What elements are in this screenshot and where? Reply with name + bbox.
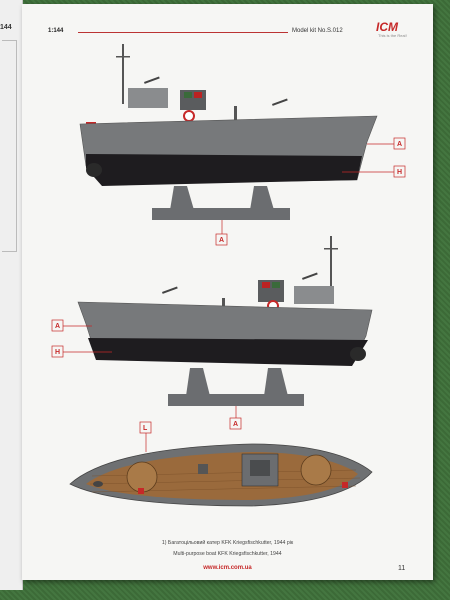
bridge-light <box>194 92 202 98</box>
wheelhouse-inner <box>250 460 270 476</box>
wheelhouse <box>294 286 334 304</box>
bridge-window <box>272 282 280 288</box>
rudder-propeller <box>350 347 366 361</box>
mast <box>122 44 124 104</box>
left-page-edge: 144 <box>0 0 23 590</box>
callout-box-deck <box>139 421 152 434</box>
side-view-top <box>79 44 378 220</box>
display-stand-base <box>168 394 304 406</box>
mast-yard <box>116 56 130 58</box>
flak-gun-fore <box>272 98 288 106</box>
ship-illustrations: A H A A <box>51 44 406 507</box>
caption-english: Multi-purpose boat KFK Kriegsfischkutter… <box>173 551 282 557</box>
mast <box>330 236 332 298</box>
left-page-frame <box>2 40 17 252</box>
callout-box-stand-bottom <box>229 417 242 430</box>
callout-box-a-top <box>393 137 406 150</box>
flak-gun-aft <box>302 272 318 280</box>
deck-view <box>69 443 373 507</box>
mast-yard <box>324 248 338 250</box>
wooden-deck <box>86 452 358 500</box>
model-kit-number: Model kit No.S.012 <box>292 28 343 34</box>
website-url[interactable]: www.icm.com.ua <box>203 565 252 571</box>
deck-light-left <box>138 488 144 494</box>
stand-leg-right <box>264 368 288 396</box>
rudder-propeller <box>86 163 102 177</box>
bridge <box>180 90 206 110</box>
hatch-fore <box>300 454 332 486</box>
logo-word: ICM <box>376 20 398 34</box>
page-number: 11 <box>398 565 406 572</box>
callout-h-top: H <box>397 169 402 176</box>
stand-leg-left <box>186 368 210 396</box>
side-view-bottom <box>77 236 373 406</box>
callouts-deck <box>139 421 152 452</box>
logo-tagline: This is the Real! <box>378 33 407 38</box>
callout-a-top: A <box>397 141 402 148</box>
left-page-number: 144 <box>0 24 12 31</box>
hull-lower <box>86 154 362 186</box>
callout-box-h-bottom <box>51 345 64 358</box>
callout-h-bottom: H <box>55 349 60 356</box>
flak-gun-aft <box>143 76 160 84</box>
flak-gun-fore <box>162 286 178 294</box>
stern-fitting <box>93 481 103 487</box>
bridge <box>258 280 284 302</box>
deck-vent <box>198 464 208 474</box>
caption-ukrainian: 1) Багатоцільовий катер KFK Kriegsfischk… <box>161 540 294 546</box>
icm-logo: ICM This is the Real! <box>372 20 408 40</box>
callout-stand-top: A <box>219 237 224 244</box>
deck-light-right <box>342 482 348 488</box>
scale-label: 1:144 <box>48 28 64 34</box>
vent <box>234 106 237 124</box>
callout-deck: L <box>143 425 148 432</box>
life-ring <box>183 110 195 122</box>
wheelhouse <box>128 88 168 108</box>
stand-leg-left <box>170 186 194 210</box>
callout-a-bottom: A <box>55 323 60 330</box>
callout-box-h-top <box>393 165 406 178</box>
bridge-window <box>184 92 192 98</box>
hull-lower <box>88 338 368 366</box>
callouts-bottom <box>51 319 242 430</box>
callout-box-a-bottom <box>51 319 64 332</box>
callout-stand-bottom: A <box>233 421 238 428</box>
hatch-aft <box>126 461 158 493</box>
display-stand-base <box>152 208 290 220</box>
header-rule <box>78 32 288 33</box>
bridge-light <box>262 282 270 288</box>
instruction-page: 1:144 Model kit No.S.012 ICM This is the… <box>22 4 433 580</box>
callouts-top <box>215 137 406 246</box>
callout-box-stand-top <box>215 233 228 246</box>
stand-leg-right <box>250 186 274 210</box>
